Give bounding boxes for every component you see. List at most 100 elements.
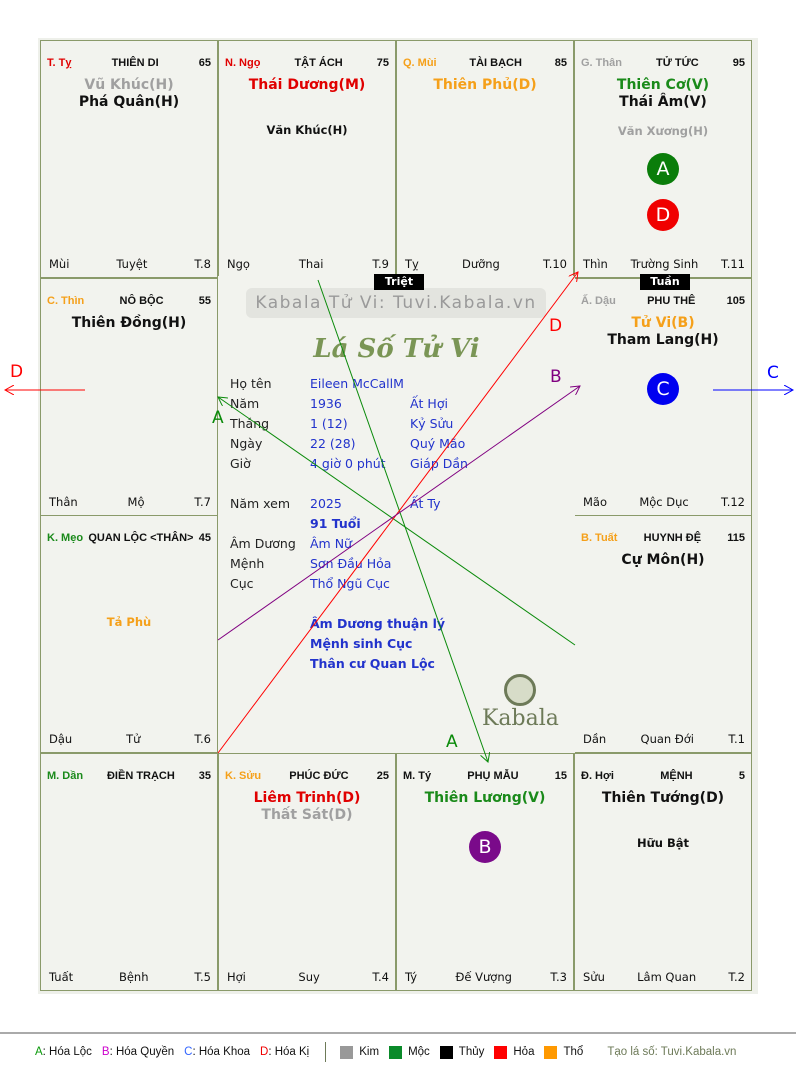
- legend-label: : Hóa Khoa: [192, 1046, 251, 1058]
- note-row: Âm Dương thuận lý: [230, 616, 570, 636]
- age-number: 45: [198, 532, 211, 544]
- kabala-logo: Kabala: [482, 674, 559, 731]
- info-value: Sơn Đầu Hỏa: [310, 556, 392, 571]
- star-list: Liêm Trinh(D)Thất Sát(D): [219, 790, 395, 824]
- main-star: Thái Dương(M): [248, 77, 366, 93]
- truong-sinh-stage: Trường Sinh: [630, 257, 699, 271]
- can-chi: K. Sửu: [225, 770, 262, 782]
- footer-branch: Tý: [405, 970, 418, 984]
- element-swatch: [494, 1045, 508, 1059]
- info-value: Eileen McCallM: [310, 376, 404, 391]
- age-number: 95: [732, 57, 745, 69]
- footer-branch: Mùi: [49, 257, 70, 271]
- minor-star: Văn Khúc(H): [266, 123, 348, 137]
- can-chi: M. Dần: [47, 770, 84, 782]
- element-item: Thổ: [544, 1045, 583, 1059]
- legend-item-b: B: Hóa Quyền: [102, 1046, 174, 1058]
- footer-month: T.9: [372, 257, 389, 271]
- footer-month: T.4: [372, 970, 389, 984]
- legend-label: : Hóa Quyền: [109, 1046, 175, 1058]
- can-chi: Q. Mùi: [403, 57, 437, 69]
- tree-logo-icon: [504, 674, 537, 706]
- element-item: Thủy: [439, 1045, 484, 1059]
- note-row: Mệnh sinh Cục: [230, 636, 570, 656]
- element-swatch: [389, 1045, 403, 1059]
- transformation-lines: [0, 0, 796, 1030]
- main-star: Vũ Khúc(H): [84, 77, 174, 93]
- star-list: Vũ Khúc(H)Phá Quân(H): [41, 77, 217, 111]
- triet-badge: Triệt: [374, 274, 424, 290]
- star-list: Thiên Đồng(H): [41, 315, 217, 332]
- palace-name: ĐIỀN TRẠCH: [106, 770, 175, 782]
- truong-sinh-stage: Quan Đới: [640, 732, 695, 746]
- info-value: 1 (12): [310, 416, 348, 431]
- info-label: Năm xem: [230, 496, 291, 511]
- info-label: Năm: [230, 396, 260, 411]
- note-row: Thân cư Quan Lộc: [230, 656, 570, 676]
- arrow-label-d: D: [10, 362, 24, 382]
- can-chi: T. Tỵ: [47, 57, 72, 69]
- main-star: Tham Lang(H): [607, 332, 719, 348]
- star-list: Tử Vi(B)Tham Lang(H)C: [575, 315, 751, 405]
- info-label: Ngày: [230, 436, 263, 451]
- legend-item-a: A: Hóa Lộc: [35, 1046, 92, 1058]
- star-list: Cự Môn(H): [575, 552, 751, 569]
- info-label: Âm Dương: [230, 536, 296, 551]
- can-chi: N. Ngọ: [225, 57, 261, 69]
- can-chi: Đ. Hợi: [581, 770, 614, 782]
- hoa-marker-b: B: [469, 831, 501, 863]
- info-value: 2025: [310, 496, 342, 511]
- palace-name: PHU THÊ: [647, 295, 696, 307]
- element-label: Mộc: [408, 1046, 430, 1058]
- age-number: 35: [198, 770, 211, 782]
- age-number: 115: [727, 532, 745, 544]
- element-swatch: [340, 1045, 354, 1059]
- footer-branch: Mão: [583, 495, 608, 509]
- palace-name: PHỤ MẪU: [467, 770, 519, 782]
- note-text: Thân cư Quan Lộc: [310, 656, 435, 671]
- legend-divider: [325, 1042, 327, 1062]
- arrow-label-a: A: [446, 732, 458, 752]
- main-star: Thái Âm(V): [619, 94, 707, 110]
- age-number: 25: [376, 770, 389, 782]
- can-chi: G. Thân: [581, 57, 622, 69]
- legend-label: : Hóa Kị: [268, 1046, 310, 1058]
- footer-month: T.8: [194, 257, 211, 271]
- element-label: Hỏa: [513, 1046, 535, 1058]
- watermark-banner: Kabala Tử Vi: Tuvi.Kabala.vn: [246, 288, 546, 318]
- main-star: Thiên Phủ(D): [433, 77, 537, 93]
- info-value: 4 giờ 0 phút: [310, 456, 386, 471]
- palace-header: M. Dần ĐIỀN TRẠCH 35: [47, 768, 211, 784]
- legend-key-d: D: [260, 1046, 269, 1058]
- can-chi: K. Mẹo: [47, 532, 84, 544]
- can-chi: C. Thìn: [47, 295, 85, 307]
- legend-item-d: D: Hóa Kị: [260, 1046, 309, 1058]
- can-chi: B. Tuất: [581, 532, 618, 544]
- legend-label: : Hóa Lộc: [42, 1046, 92, 1058]
- truong-sinh-stage: Đế Vượng: [455, 970, 512, 984]
- age-number: 75: [376, 57, 389, 69]
- note-text: Mệnh sinh Cục: [310, 636, 413, 651]
